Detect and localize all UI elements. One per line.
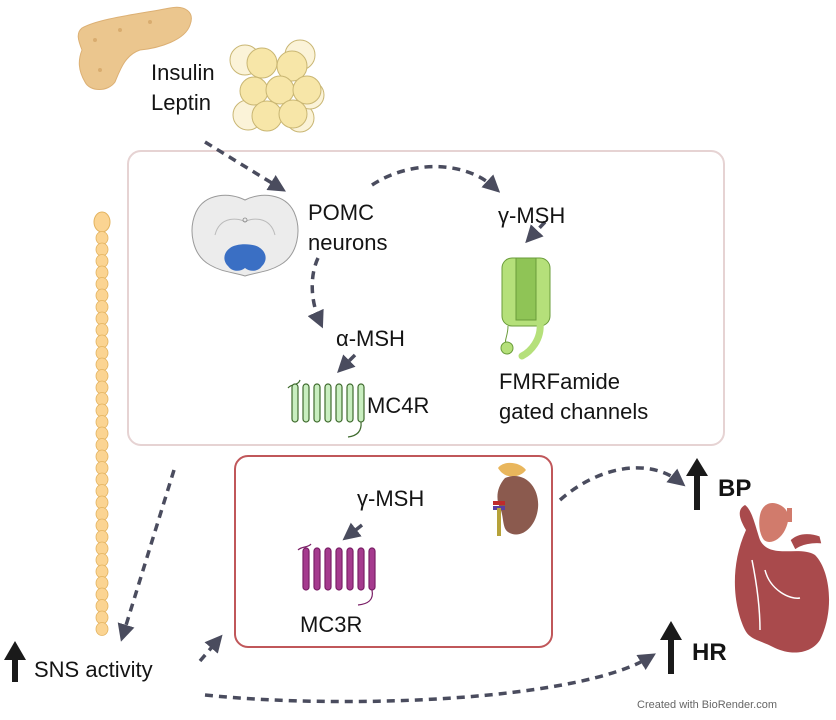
arrow-sns-to-kidney-box (198, 634, 223, 663)
nerve-bead (95, 553, 109, 567)
nerve-bead (95, 334, 109, 349)
nerve-bead (95, 587, 109, 602)
nerve-bead (95, 300, 109, 314)
sns-up-arrow-icon (4, 641, 26, 682)
nerve-bead (95, 461, 109, 475)
nerve-bead (95, 288, 109, 303)
biorender-credit: Created with BioRender.com (637, 699, 778, 711)
hypothalamus-box (127, 150, 725, 446)
mc4r-receptor-icon (287, 379, 365, 438)
leptin-label: Leptin (151, 90, 211, 115)
arrow-insulin-to-pomc (204, 140, 286, 192)
nerve-bead (95, 472, 109, 487)
hr-label: HR (692, 639, 727, 666)
nerve-bead (95, 507, 109, 521)
kidney-box (234, 455, 553, 648)
mc3r-label: MC3R (300, 612, 363, 637)
arrow-pomc-to-alpha-msh (307, 257, 324, 329)
nerve-bead (95, 369, 109, 383)
ion-channel-icon (500, 257, 551, 360)
nerve-bead (95, 530, 109, 544)
nerve-bead (95, 415, 109, 429)
pancreas-icon (77, 6, 192, 90)
adipocyte-cluster-icon (229, 39, 325, 133)
arrow-alpha-msh-to-mc4r (337, 353, 357, 373)
nerve-bead (95, 541, 109, 556)
nerve-bead (95, 426, 109, 441)
arrow-kidney-to-bp (558, 466, 686, 502)
mc4r-label: MC4R (367, 393, 430, 418)
bp-label: BP (718, 475, 752, 502)
nerve-bead (95, 449, 109, 464)
arrow-sns-to-hr (204, 653, 656, 704)
nerve-bead (95, 242, 109, 257)
nerve-bead (95, 277, 109, 291)
hr-up-arrow-icon (660, 621, 682, 674)
gamma-msh-bottom-label: γ-MSH (357, 486, 425, 511)
arrow-pomc-to-gamma-msh (371, 164, 501, 193)
gated-channels-label: gated channels (499, 399, 649, 424)
arrow-gamma-msh-to-channel (525, 220, 547, 244)
nerve-bead (95, 495, 109, 510)
nerve-bead (95, 610, 109, 625)
gamma-msh-top-label: γ-MSH (498, 203, 566, 228)
alpha-msh-label: α-MSH (336, 326, 405, 351)
nerve-bead (95, 231, 109, 245)
fmrfamide-label: FMRFamide (499, 369, 621, 394)
pomc-neurons-label: neurons (308, 230, 388, 255)
nerve-bead (95, 484, 109, 498)
arrow-box-to-sns (117, 469, 176, 642)
nerve-bead (95, 622, 109, 636)
nerve-bead (95, 518, 109, 533)
mc3r-receptor-icon (297, 543, 376, 606)
nerve-bead (95, 311, 109, 326)
nerve-bead (95, 254, 109, 268)
pomc-label: POMC (308, 200, 374, 225)
nerve-bead (95, 576, 109, 590)
nerve-bead (95, 380, 109, 395)
brain-section-icon (191, 194, 299, 277)
nerve-bead (95, 357, 109, 372)
nerve-bead (95, 564, 109, 579)
nerve-bead (95, 438, 109, 452)
kidney-adrenal-icon (493, 462, 539, 536)
sympathetic-nerve-icon (93, 211, 111, 636)
arrow-gamma-msh-to-mc3r (342, 522, 364, 541)
sns-activity-label: SNS activity (34, 657, 153, 682)
nerve-bead (95, 599, 109, 613)
bp-up-arrow-icon (686, 458, 708, 510)
nerve-bead (95, 265, 109, 280)
nerve-bead (95, 403, 109, 418)
nerve-bead (95, 392, 109, 406)
nerve-bead (95, 346, 109, 360)
heart-icon (734, 503, 830, 653)
nerve-bead (95, 323, 109, 337)
insulin-label: Insulin (151, 60, 215, 85)
